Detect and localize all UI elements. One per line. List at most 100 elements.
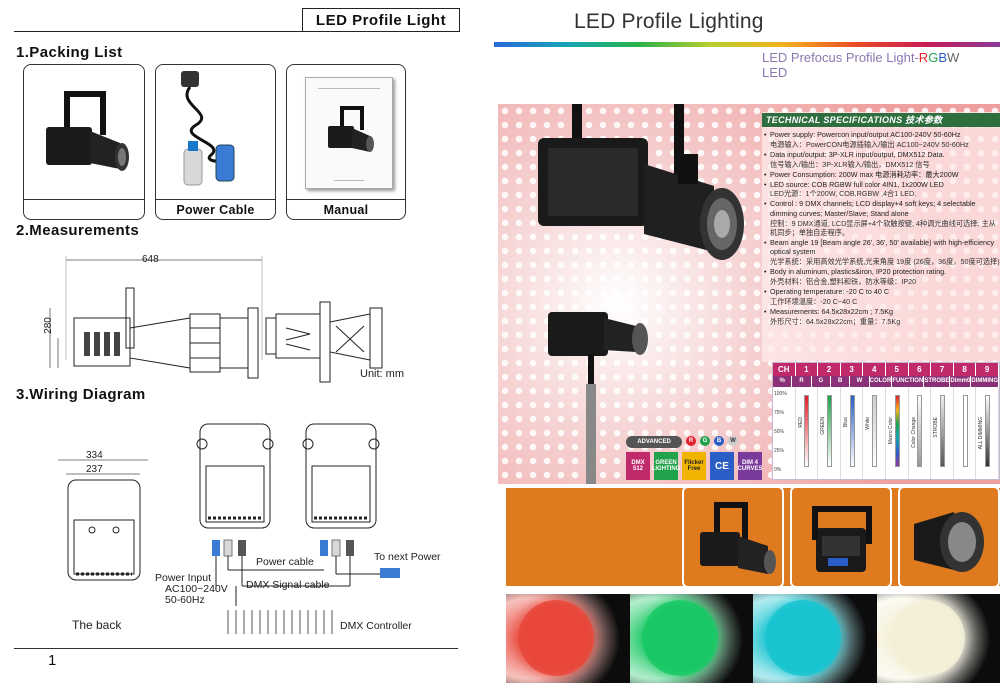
channel-number: 9 — [976, 363, 999, 376]
spec-item-cn: 控制：9 DMX通道; LCD显示屏+4个软触按键; 4种调光曲线可选择; 主从… — [770, 218, 996, 238]
function-label: COLOR — [870, 376, 893, 387]
channel-column: White — [863, 387, 886, 479]
channel-number: 1 — [796, 363, 819, 376]
product-photo-2 — [790, 486, 892, 588]
channel-gradient-bar — [849, 395, 855, 467]
spec-item-cn: 电源输入：PowerCON电源插输入/输出 AC100~240V 50-60Hz — [770, 139, 969, 149]
subtitle-line2: LED — [762, 65, 788, 80]
back-width-1: 334 — [86, 450, 103, 461]
wiring-diagram — [58, 423, 400, 634]
channel-number: 3 — [841, 363, 864, 376]
beam-circle — [641, 600, 718, 676]
page-header: LED Profile Light — [302, 8, 460, 32]
power-input-label: Power Input — [155, 572, 212, 584]
scale-tick: 50% — [774, 429, 785, 435]
function-label: Dimm0 — [950, 376, 972, 387]
channel-gradient-bar — [872, 395, 878, 467]
badge-r: R — [686, 436, 696, 446]
function-label: DIMMING — [971, 376, 1000, 387]
tripod-fixture-image — [548, 312, 648, 484]
badge-b: B — [714, 436, 724, 446]
percent-label: % — [773, 376, 793, 387]
channel-column-label: STROBE — [933, 417, 940, 438]
channel-gradient-bar — [804, 395, 810, 467]
channel-column: Macro Color — [886, 387, 909, 479]
scale-column: 100%75%50%25%0% — [773, 387, 796, 479]
channel-number: 6 — [909, 363, 932, 376]
spec-item-cn: 外壳材料：铝合金,塑料和铁，防水等级：IP20 — [770, 277, 917, 287]
green-badge: GREEN LIGHTING — [652, 452, 680, 480]
channel-column-label: Macro Color — [887, 417, 894, 445]
channel-column: ALL DIMMING — [976, 387, 999, 479]
spec-item: LED source: COB RGBW full color 4IN1, 1x… — [764, 180, 1000, 190]
channel-column-label: RED — [797, 417, 804, 428]
packing-caption — [24, 199, 144, 219]
badge-g: G — [700, 436, 710, 446]
spec-item: Beam angle 19 [Beam angle 26', 36', 50' … — [764, 238, 1000, 257]
ac-range-label: AC100~240V — [165, 583, 228, 595]
back-label: The back — [72, 618, 122, 632]
packing-caption: Manual — [287, 199, 405, 219]
right-page: LED Profile Lighting LED Prefocus Profil… — [490, 0, 1000, 683]
channel-column-label: Blue — [842, 417, 849, 428]
channel-gradient-bar — [939, 395, 945, 467]
scale-tick: 25% — [774, 448, 785, 454]
fixture-image — [46, 91, 129, 171]
spec-item: Operating temperature: -20 C to 40 C — [764, 287, 1000, 297]
spec-item-cn: 工作环境温度：-20 C~40 C — [770, 296, 858, 306]
channel-gradient-bar — [917, 395, 923, 467]
subtitle-prefix: LED Prefocus Profile Light- — [762, 50, 919, 65]
frequency-label: 50-60Hz — [165, 594, 205, 606]
function-label: STROBE — [924, 376, 951, 387]
channel-number: 5 — [886, 363, 909, 376]
dmx-controller-label: DMX Controller — [340, 620, 412, 632]
dim-badge: DIM 4 CURVES — [738, 452, 762, 480]
spec-item-cn: 信号输入/输出：3P-XLR输入/输出，DMX512 信号 — [770, 159, 930, 169]
dmx-badge: DMX 512 — [626, 452, 650, 480]
to-next-power-label: To next Power — [374, 551, 441, 563]
channel-column: RED — [796, 387, 819, 479]
function-label: FUNCTION — [892, 376, 925, 387]
channel-gradient-bar — [962, 395, 968, 467]
channel-column: GREEN — [818, 387, 841, 479]
subtitle-w: W — [946, 50, 960, 65]
channel-number: 7 — [931, 363, 954, 376]
function-label: W — [850, 376, 870, 387]
rainbow-rule — [494, 42, 1000, 47]
channel-column-label: White — [865, 417, 872, 430]
wiring-title: 3.Wiring Diagram — [16, 386, 146, 403]
power-cable-image — [181, 71, 235, 186]
unit-label: Unit: mm — [360, 368, 404, 380]
channel-column — [954, 387, 977, 479]
beam-color-cell — [876, 594, 1000, 683]
channel-column: Color Change — [909, 387, 932, 479]
scale-tick: 0% — [774, 467, 782, 473]
subtitle: LED Prefocus Profile Light-RGBW LED — [762, 50, 959, 80]
scale-tick: 100% — [774, 391, 787, 397]
header-rule — [14, 31, 460, 32]
advanced-badge: ADVANCED — [626, 436, 682, 448]
ce-badge: CE — [710, 452, 734, 480]
packing-caption: Power Cable — [156, 199, 275, 219]
page-number: 1 — [48, 652, 57, 669]
hero-fixture-image — [538, 104, 744, 260]
manual-image — [305, 77, 393, 189]
channel-column-label: GREEN — [820, 417, 827, 435]
dmx-cable-label: DMX Signal cable — [246, 579, 330, 591]
spec-item: Body in aluminum, plastics&iron, IP20 pr… — [764, 267, 1000, 277]
spec-item: Power supply: Powercon input/output AC10… — [764, 130, 1000, 140]
packing-list-title: 1.Packing List — [16, 44, 123, 61]
packing-item-manual: Manual — [286, 64, 406, 220]
height-dimension: 280 — [42, 317, 54, 334]
channel-number: 4 — [863, 363, 886, 376]
left-page: LED Profile Light 1.Packing List Power C… — [0, 0, 470, 683]
channel-number: 2 — [818, 363, 841, 376]
function-label: R — [792, 376, 812, 387]
spec-item-cn: 光学系统：采用高效光学系统,光束角度 19度 (26度，36度，50度可选择) — [770, 257, 1000, 267]
channel-column: Blue — [841, 387, 864, 479]
beam-circle — [518, 600, 594, 676]
subtitle-g: G — [928, 50, 939, 65]
